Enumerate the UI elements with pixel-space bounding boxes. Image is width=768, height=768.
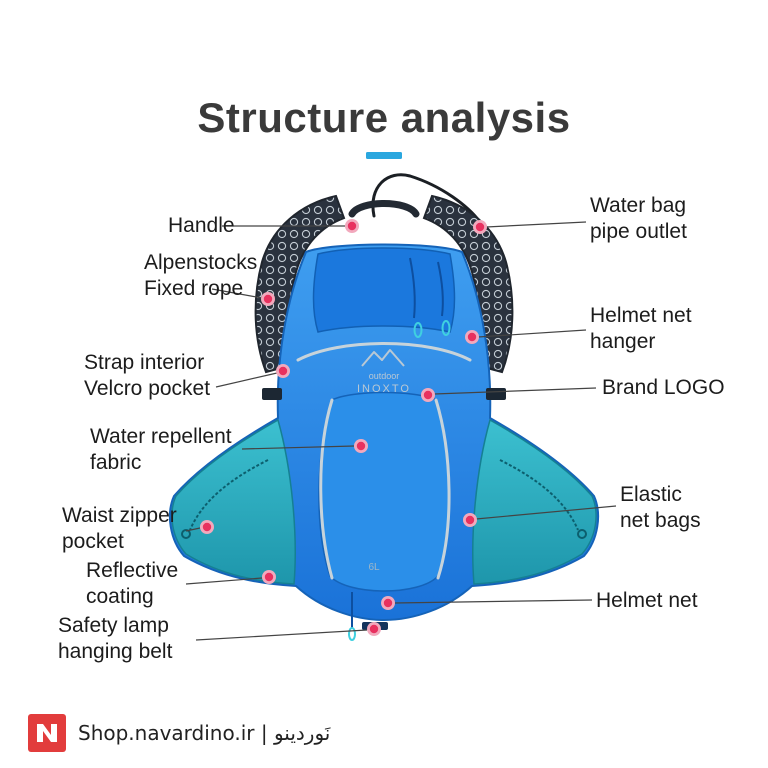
shoulder-straps-icon: [254, 194, 514, 374]
site-caption: Shop.navardino.ir | نَوردینو: [78, 721, 331, 745]
callout-alpenstocks-fixed-rope: Alpenstocks Fixed rope: [144, 251, 258, 300]
callout-lines: [185, 221, 617, 641]
callout-elastic-net-bags: Elastic net bags: [620, 483, 701, 532]
svg-text:INOXTO: INOXTO: [357, 383, 411, 395]
callout-safety-lamp-hanging-belt: Safety lamp hanging belt: [58, 614, 173, 663]
callout-water-repellent-fabric: Water repellent fabric: [90, 425, 232, 474]
callout-water-bag-pipe-outlet: Water bag pipe outlet: [590, 194, 687, 243]
svg-text:outdoor: outdoor: [369, 371, 400, 381]
page-title: Structure analysis: [197, 94, 571, 141]
callout-helmet-net-hanger: Helmet net hanger: [590, 304, 692, 353]
callout-brand-logo: Brand LOGO: [602, 376, 725, 399]
callout-waist-zipper-pocket: Waist zipper pocket: [62, 504, 177, 553]
callout-handle: Handle: [168, 214, 235, 237]
callout-helmet-net: Helmet net: [596, 589, 698, 612]
backpack-body-icon: [168, 243, 600, 641]
capacity-label: 6L: [368, 562, 380, 573]
callout-reflective-coating: Reflective coating: [86, 559, 179, 608]
callout-strap-interior-velcro-pocket: Strap interior Velcro pocket: [84, 351, 211, 400]
hydration-tube-icon: [371, 173, 482, 224]
footer: Shop.navardino.ir | نَوردینو: [0, 706, 768, 768]
brand-logo-icon: outdoor INOXTO 6L: [357, 349, 411, 573]
navardino-logo-glyph: [37, 724, 57, 742]
navardino-logo: [28, 714, 66, 752]
title-accent-dash: [366, 152, 402, 159]
callout-dots: [200, 219, 487, 636]
